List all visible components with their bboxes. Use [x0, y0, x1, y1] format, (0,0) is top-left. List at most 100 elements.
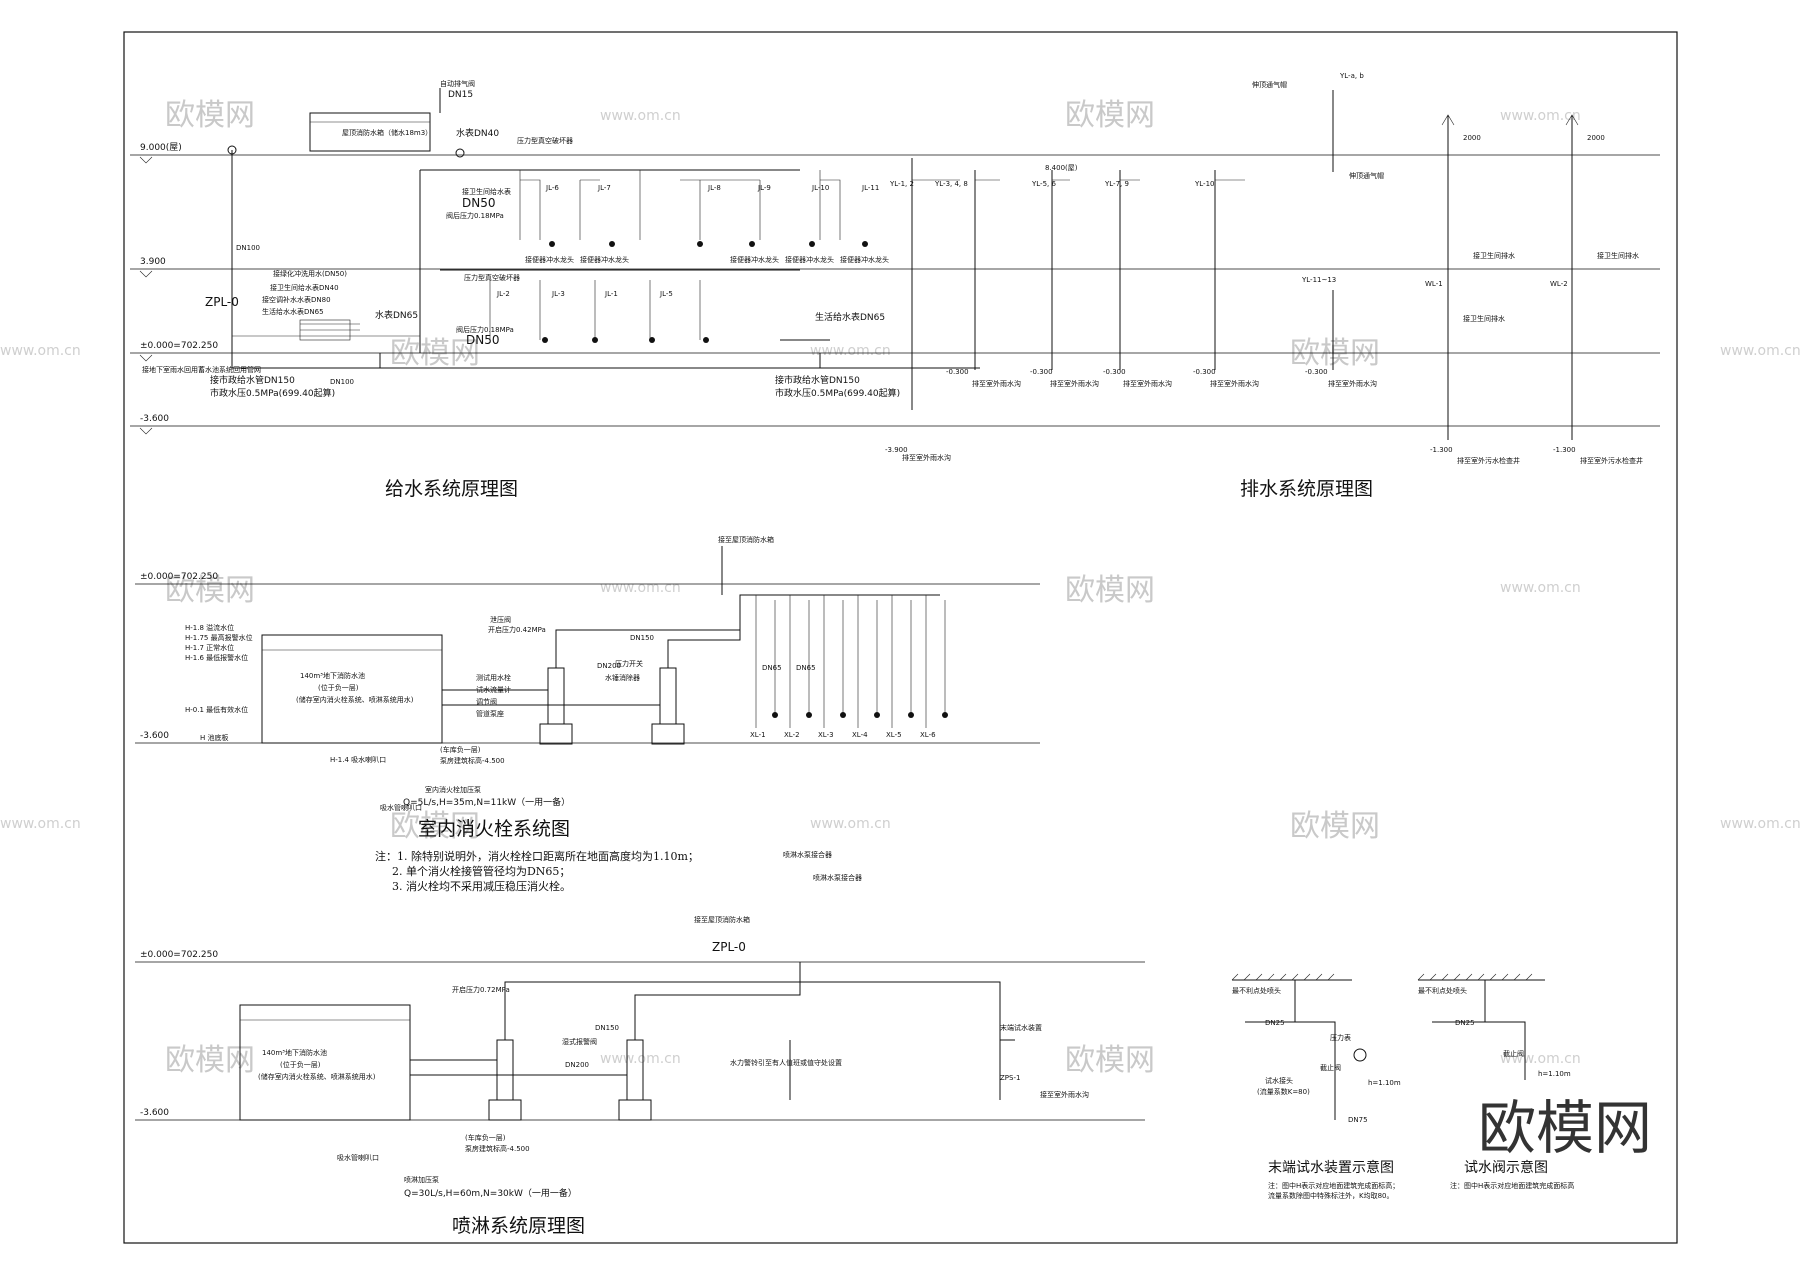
zpl-label: ZPL-0	[712, 940, 746, 954]
sprinkler-pumps	[410, 962, 1015, 1121]
head-label: 试水接头	[1265, 1076, 1293, 1085]
legend-item: 生活给水水表DN65	[262, 307, 324, 316]
meter-dn65-label: 水表DN65	[375, 309, 418, 321]
watermark-url: www.om.cn	[600, 1051, 681, 1067]
pressure-breaker-label: 压力型真空破坏器	[464, 273, 520, 282]
riser-jl8: JL-8	[707, 184, 721, 192]
relief-valve: 泄压阀	[490, 615, 511, 624]
watermark-url: www.om.cn	[1500, 108, 1581, 124]
pipe-dn65: DN65	[762, 664, 782, 672]
level-roof2: 8.400(屋)	[1045, 164, 1078, 172]
hydrant-system: ±0.000=702.250 -3.600 140m³地下消防水池 (位于负一层…	[135, 535, 1040, 812]
end-test-detail: 最不利点处喷头 DN25 压力表 截止阀 试水接头 (流量系数K=80) h=1…	[1231, 973, 1401, 1124]
title-end-test: 末端试水装置示意图	[1268, 1159, 1394, 1176]
title-drainage: 排水系统原理图	[1240, 478, 1373, 500]
fixture-label: 接便器冲水龙头	[840, 255, 889, 264]
floor-note: (车库负一层)	[440, 745, 481, 754]
legend-item: 接空调补水水表DN80	[262, 295, 331, 304]
suction-label: 吸水管喇叭口	[380, 803, 422, 812]
outlet-elev: -0.300	[946, 368, 969, 376]
hydrant-pumps	[442, 594, 940, 745]
sewage-label: 排至室外污水检查井	[1580, 456, 1643, 465]
outlet-label: 排至室外雨水沟	[972, 379, 1021, 388]
fixture-label: 接便器冲水龙头	[580, 255, 629, 264]
gauge-label: 压力表	[1330, 1033, 1351, 1042]
watermark-url: www.om.cn	[0, 816, 81, 832]
watermark-url: www.om.cn	[810, 343, 891, 359]
dn50-label: DN50	[466, 333, 500, 347]
outlet-elev: -0.300	[1193, 368, 1216, 376]
drain-stacks	[911, 158, 1334, 410]
meter-dn150-b: 接市政给水管DN150	[775, 374, 860, 386]
end-test-label: 末端试水装置	[1000, 1023, 1042, 1032]
riser-jl5: JL-5	[659, 290, 673, 298]
regulating-valve: 调节阀	[476, 697, 497, 706]
wc-label: 接卫生间排水	[1597, 251, 1639, 260]
title-sprinkler: 喷淋系统原理图	[452, 1215, 585, 1237]
riser-jl7: JL-7	[597, 184, 611, 192]
wc-label: 接卫生间排水	[1473, 251, 1515, 260]
dn200-label: DN200	[565, 1061, 589, 1069]
pool-sub1: (位于负一层)	[280, 1060, 321, 1069]
watermark-text: 欧模网	[390, 336, 480, 371]
outlet-label: 排至室外雨水沟	[902, 453, 951, 462]
ceiling-label: 最不利点处喷头	[1232, 986, 1281, 995]
pipe-dn100: DN100	[236, 244, 260, 252]
dn25-label: DN25	[1265, 1019, 1285, 1027]
fixture-label: 接便器冲水龙头	[730, 255, 779, 264]
pool-label: 140m³地下消防水池	[300, 671, 365, 680]
legend-item: 接卫生间给水表DN40	[270, 283, 339, 292]
water-level: H-1.75 最高报警水位	[185, 633, 253, 642]
note-1: 注：1. 除特别说明外，消火栓栓口距离所在地面高度均为1.10m；	[375, 849, 699, 863]
title-hydrant: 室内消火栓系统图	[418, 818, 570, 840]
valve-label: 截止阀	[1320, 1063, 1341, 1072]
watermark-url: www.om.cn	[600, 108, 681, 124]
stack-yl79: YL-7, 9	[1104, 180, 1129, 188]
pump-spec: Q=30L/s,H=60m,N=30kW（一用一备）	[404, 1187, 577, 1199]
watermark-url: www.om.cn	[0, 343, 81, 359]
dim-2000: 2000	[1587, 134, 1605, 142]
outlet-elev: -0.300	[1030, 368, 1053, 376]
xl-5: XL-5	[886, 731, 902, 739]
height-label: h=1.10m	[1538, 1070, 1571, 1078]
watermark-text: 欧模网	[1290, 809, 1380, 844]
note-2: 2. 单个消火栓接管管径均为DN65；	[392, 864, 570, 878]
sewage-elev: -1.300	[1430, 446, 1453, 454]
sewage-elev: -1.300	[1553, 446, 1576, 454]
roof-tank-label: 接至屋顶消防水箱	[694, 915, 750, 924]
roof-tank-label: 屋顶消防水箱（储水18m3）	[342, 128, 432, 137]
wc-label: 接卫生间排水	[1463, 314, 1505, 323]
test-valve-detail: 最不利点处喷头 DN25 截止阀 h=1.10m	[1417, 973, 1571, 1080]
detail-note: 注：图中H表示对应地面建筑完成面标高	[1450, 1181, 1574, 1190]
fire-pool	[239, 1004, 411, 1121]
fixture-label: 接便器冲水龙头	[785, 255, 834, 264]
riser-jl3: JL-3	[551, 290, 565, 298]
fire-pool	[261, 634, 443, 744]
stack-yl1113: YL-11~13	[1301, 276, 1336, 284]
zps-label: ZPS-1	[1000, 1074, 1020, 1082]
riser-jl9: JL-9	[757, 184, 771, 192]
stack-yl10: YL-10	[1194, 180, 1215, 188]
watermark-url: www.om.cn	[1720, 343, 1800, 359]
water-level: H-1.8 溢流水位	[185, 623, 234, 632]
floor-elev: 泵房建筑标高-4.500	[440, 756, 505, 765]
outlet-label: 排至室外雨水沟	[1328, 379, 1377, 388]
watermark-text: 欧模网	[1065, 98, 1155, 133]
outdoor-label: 接至室外雨水沟	[1040, 1090, 1089, 1099]
level-l2: 3.900	[140, 257, 166, 267]
dn150-label: DN150	[630, 634, 654, 642]
wl-1: WL-1	[1425, 280, 1443, 288]
watermark-url: www.om.cn	[1500, 1051, 1581, 1067]
pool-sub1: (位于负一层)	[318, 683, 359, 692]
outlet-label: 排至室外雨水沟	[1210, 379, 1259, 388]
level-basement: -3.600	[140, 1108, 169, 1118]
upper-risers	[519, 170, 868, 247]
relief-pressure: 开启压力0.72MPa	[452, 985, 510, 994]
watermark-text: 欧模网	[1065, 1043, 1155, 1078]
pool-sub2: (储存室内消火栓系统、喷淋系统用水)	[258, 1072, 376, 1081]
xl-3: XL-3	[818, 731, 834, 739]
dn50-label: DN50	[462, 196, 496, 210]
level-ground: ±0.000=702.250	[140, 572, 218, 582]
pressure-a: 市政水压0.5MPa(699.40起算)	[210, 387, 335, 399]
